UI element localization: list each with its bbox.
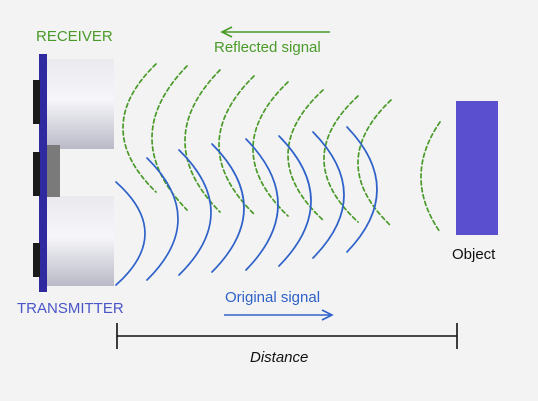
original-wave: [115, 181, 146, 286]
receiver-cylinder: [46, 59, 114, 149]
original-wave: [245, 138, 279, 271]
original-signal-label: Original signal: [225, 289, 321, 306]
original-wave: [346, 126, 378, 253]
distance-label: Distance: [250, 349, 309, 366]
transmitter-cylinder: [46, 196, 114, 286]
ultrasonic-sensor: [33, 54, 114, 292]
connector-pin: [33, 152, 40, 196]
object-block: [456, 101, 498, 235]
reflected-wave: [184, 69, 221, 213]
reflected-wave: [252, 81, 289, 217]
original-wave: [178, 149, 212, 276]
object-label: Object: [452, 246, 496, 263]
reflected-wave: [357, 99, 392, 227]
connector-pin: [33, 243, 40, 277]
arrow-right-icon: [224, 309, 334, 321]
arrow-left-icon: [220, 26, 330, 38]
original-wave: [146, 157, 179, 281]
crystal-oscillator: [46, 145, 60, 197]
reflected-wave: [323, 95, 359, 223]
distance-dimension-line: [116, 323, 458, 349]
connector-pin: [33, 80, 40, 124]
receiver-label: RECEIVER: [36, 28, 113, 45]
original-wave: [312, 131, 345, 259]
reflected-wave: [122, 63, 157, 193]
original-signal-waves: [115, 126, 378, 286]
circuit-board: [39, 54, 47, 292]
reflected-wave: [218, 75, 255, 215]
reflected-wave: [287, 89, 324, 221]
transmitter-label: TRANSMITTER: [17, 300, 124, 317]
original-wave: [211, 143, 245, 273]
reflected-signal-waves: [122, 63, 441, 233]
original-wave: [278, 135, 312, 267]
reflected-wave: [420, 121, 441, 233]
reflected-signal-label: Reflected signal: [214, 39, 321, 56]
